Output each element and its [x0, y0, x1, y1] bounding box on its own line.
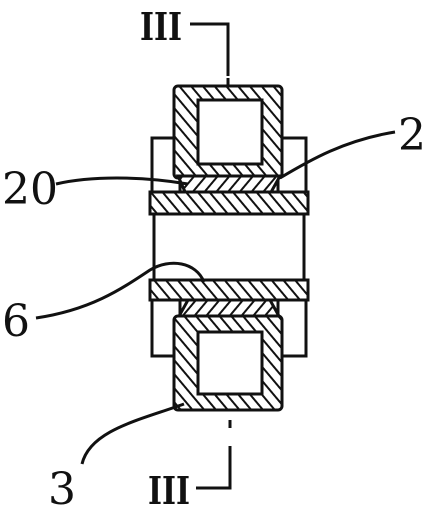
central-web	[152, 212, 306, 284]
leader-line-6	[35, 261, 206, 320]
upper-tube-bore	[196, 98, 264, 166]
ref-label-6: 6	[2, 296, 30, 347]
lower-plate	[148, 278, 310, 302]
section-mark-top: III	[140, 4, 182, 49]
ref-label-3: 3	[48, 464, 76, 509]
lower-tube-bore	[196, 330, 264, 396]
ref-label-2: 2	[398, 110, 425, 161]
leader-line-3	[80, 402, 185, 465]
leader-line-2	[279, 130, 396, 180]
section-bracket-top	[190, 22, 230, 76]
ref-label-20: 20	[2, 164, 58, 215]
section-mark-bottom: III	[148, 468, 190, 509]
section-bracket-bottom	[196, 446, 232, 490]
upper-plate	[148, 190, 310, 216]
leader-line-20	[55, 176, 189, 186]
